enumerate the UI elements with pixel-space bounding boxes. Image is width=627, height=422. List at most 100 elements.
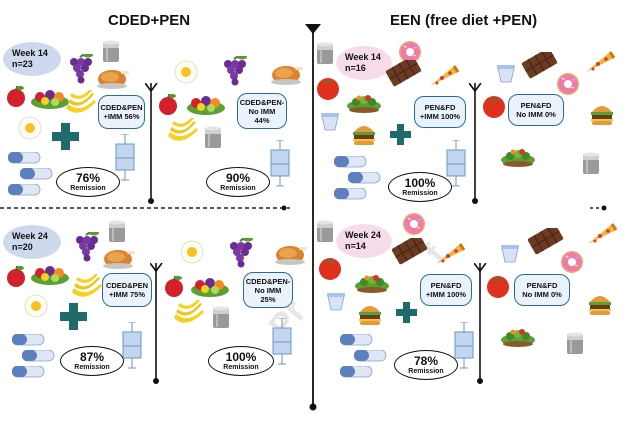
apple-icon — [164, 276, 184, 298]
week-label: Week 14 — [12, 48, 48, 58]
egg-icon — [18, 116, 42, 140]
grapes-icon — [223, 56, 248, 87]
capsule-icon — [8, 152, 41, 164]
capsule-icon — [340, 366, 373, 378]
salad-icon — [355, 275, 389, 293]
remission-percentage: 76% — [75, 170, 101, 185]
tomato-icon — [317, 78, 339, 100]
salad-icon — [347, 95, 381, 113]
tomato-icon — [487, 276, 509, 298]
group-box-imm: PEN&FD +IMM 100% — [420, 274, 472, 306]
boxplot-icon — [270, 140, 290, 187]
week-label: Week 24 — [12, 231, 48, 241]
plus-icon — [60, 303, 87, 330]
burger-icon — [589, 296, 611, 315]
remission-percentage: 100% — [404, 175, 436, 190]
capsule-icon — [340, 334, 373, 346]
group-label: CDED&PEN- — [239, 97, 285, 107]
group-label: PEN&FD — [520, 101, 552, 110]
group-label: CDED&PEN — [100, 103, 143, 112]
remission-percentage: 78% — [413, 353, 439, 368]
apple-icon — [6, 266, 26, 288]
group-percentage: +IMM 56% — [103, 112, 140, 121]
center-divider — [305, 24, 321, 411]
canned-food-icon — [317, 220, 333, 242]
remission-percentage: 90% — [225, 170, 251, 185]
remission-ellipse: 76% Remission — [56, 167, 120, 197]
burger-icon — [359, 306, 381, 325]
pizza-slice-icon — [428, 64, 460, 88]
capsule-icon — [334, 188, 367, 200]
canned-food-icon — [103, 40, 119, 62]
plus-icon — [52, 123, 79, 150]
group-percentage: 25% — [260, 294, 276, 304]
group-percentage: +IMM 100% — [419, 112, 461, 121]
week-label: Week 14 — [345, 52, 381, 62]
group-percentage: +IMM 75% — [108, 290, 146, 299]
banana-icon — [174, 300, 204, 323]
grapes-icon — [75, 232, 100, 263]
canned-food-icon — [213, 306, 229, 328]
remission-label: Remission — [70, 184, 106, 192]
boxplot-icon — [272, 318, 292, 365]
arrow-down-icon — [469, 83, 482, 205]
chocolate-bar-icon — [522, 52, 559, 80]
cohort-size: n=20 — [12, 242, 33, 252]
capsule-icon — [334, 156, 367, 168]
banana-icon — [66, 90, 96, 113]
egg-icon — [24, 294, 48, 318]
pizza-slice-icon — [584, 50, 616, 74]
group-percentage: No IMM 0% — [516, 110, 556, 119]
yogurt-cup-icon — [326, 292, 346, 311]
group-label: PEN&FD — [430, 281, 462, 290]
cohort-size: n=23 — [12, 59, 33, 69]
group-percentage: +IMM 100% — [425, 290, 467, 299]
grapes-icon — [229, 238, 254, 269]
remission-percentage: 100% — [225, 349, 257, 364]
arrow-down-icon — [150, 263, 163, 385]
boxplot-icon — [122, 322, 142, 369]
group-box-imm: CDED&PEN +IMM 75% — [102, 273, 152, 307]
capsule-icon — [22, 350, 55, 362]
cohort-size: n=16 — [345, 63, 366, 73]
donut-icon — [403, 213, 425, 235]
tomato-icon — [319, 258, 341, 280]
arrow-down-icon — [145, 83, 158, 205]
canned-food-icon — [583, 152, 599, 174]
banana-icon — [168, 118, 198, 141]
roast-chicken-icon — [97, 70, 129, 89]
roast-chicken-icon — [103, 250, 135, 269]
remission-ellipse: 90% Remission — [206, 167, 270, 197]
group-percentage: No IMM 0% — [522, 290, 562, 299]
group-label-imm: No IMM — [248, 106, 276, 116]
remission-ellipse: 100% Remission — [208, 346, 274, 376]
group-box-no-imm: CDED&PEN- No IMM 25% — [243, 272, 293, 308]
canned-food-icon — [567, 332, 583, 354]
remission-label: Remission — [220, 184, 256, 192]
capsule-icon — [12, 366, 45, 378]
plus-icon — [390, 124, 411, 145]
fruit-bowl-icon — [191, 278, 229, 297]
group-box-no-imm: PEN&FD No IMM 0% — [514, 274, 570, 306]
capsule-icon — [348, 172, 381, 184]
fruit-bowl-icon — [187, 96, 225, 115]
week-badge: Week 24 n=14 — [336, 224, 392, 258]
remission-label: Remission — [223, 363, 259, 371]
tomato-icon — [483, 96, 505, 118]
roast-chicken-icon — [271, 66, 303, 85]
egg-icon — [180, 240, 204, 264]
remission-label: Remission — [408, 367, 444, 375]
remission-label: Remission — [402, 189, 438, 197]
pizza-slice-icon — [434, 242, 466, 266]
donut-icon — [561, 251, 583, 273]
donut-icon — [557, 73, 579, 95]
plus-icon — [396, 302, 417, 323]
week-badge: Week 14 n=16 — [336, 46, 392, 80]
group-box-imm: PEN&FD +IMM 100% — [414, 96, 466, 128]
salad-icon — [501, 149, 535, 167]
canned-food-icon — [109, 220, 125, 242]
group-box-no-imm: CDED&PEN- No IMM 44% — [237, 93, 287, 129]
remission-ellipse: 78% Remission — [394, 350, 458, 380]
salad-icon — [501, 329, 535, 347]
canned-food-icon — [317, 42, 333, 64]
